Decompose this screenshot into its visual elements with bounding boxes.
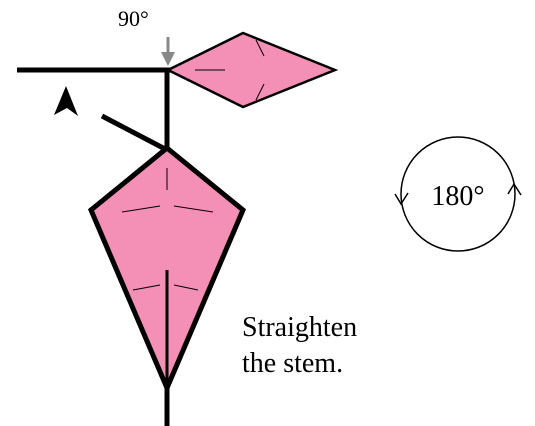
small-petal-shape [168, 33, 335, 107]
instruction-line-1: Straighten [242, 312, 357, 343]
downward-gray-arrow-icon [161, 37, 175, 66]
instruction-line-2: the stem. [242, 348, 343, 379]
arrowhead-icon [54, 86, 78, 116]
large-petal [91, 148, 243, 388]
small-petal [168, 33, 335, 107]
rotate-label: 180° [431, 181, 484, 212]
diagonal-branch [102, 116, 167, 150]
fold-angle-label: 90° [118, 6, 149, 31]
